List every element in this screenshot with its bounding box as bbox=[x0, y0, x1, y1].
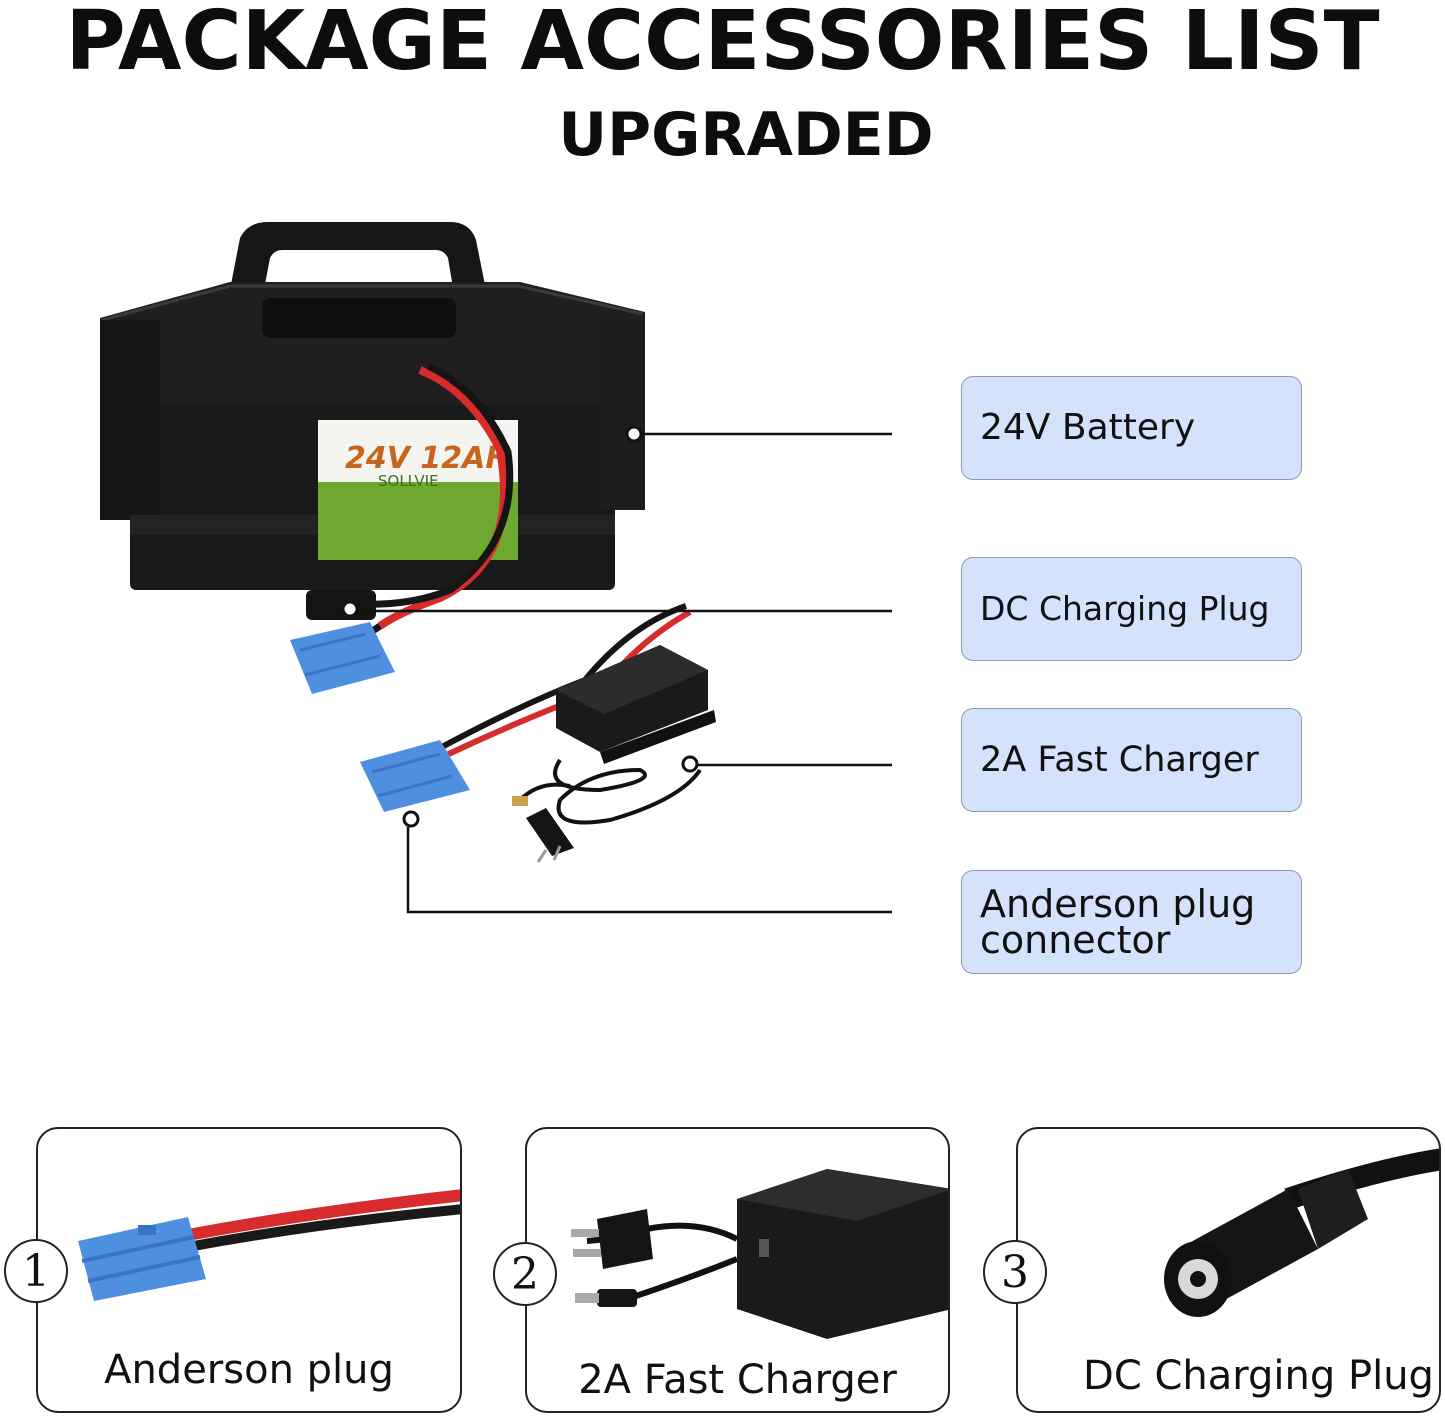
anderson-connector-icon bbox=[78, 1189, 460, 1301]
card-charger-label: 2A Fast Charger bbox=[578, 1357, 897, 1403]
callout-charger: 2A Fast Charger bbox=[961, 708, 1302, 812]
anderson-connector-icon bbox=[290, 622, 395, 694]
leader-lines bbox=[356, 432, 892, 914]
battery-voltage-text: 24V 12AH bbox=[345, 441, 510, 476]
card-anderson-label: Anderson plug bbox=[104, 1347, 394, 1393]
callout-anderson-label-2: connector bbox=[980, 918, 1171, 962]
dc-barrel-plug-icon bbox=[575, 1289, 637, 1307]
us-plug-icon bbox=[571, 1209, 653, 1269]
card-dc-label: DC Charging Plug bbox=[1083, 1353, 1434, 1399]
product-illustration: 24V 12AH SOLLVIE bbox=[100, 222, 892, 914]
callout-anderson-label-1: Anderson plug bbox=[980, 882, 1256, 926]
badge-3: 3 bbox=[983, 1240, 1047, 1304]
badge-1: 1 bbox=[4, 1239, 68, 1303]
dc-barrel-plug-icon bbox=[1164, 1148, 1439, 1317]
card-anderson-plug: Anderson plug bbox=[36, 1127, 462, 1413]
badge-2: 2 bbox=[493, 1242, 557, 1306]
page-subtitle: UPGRADED bbox=[558, 100, 934, 170]
callout-battery: 24V Battery bbox=[961, 376, 1302, 480]
callout-dc-plug: DC Charging Plug bbox=[961, 557, 1302, 661]
charger-brick-icon bbox=[571, 1169, 948, 1339]
battery-illustration: 24V 12AH SOLLVIE bbox=[100, 222, 645, 590]
card-fast-charger: 2A Fast Charger bbox=[525, 1127, 950, 1413]
us-plug-icon bbox=[512, 796, 574, 863]
callout-dc-plug-label: DC Charging Plug bbox=[980, 589, 1270, 628]
charger-brick-icon bbox=[518, 645, 716, 825]
callout-anderson: Anderson plug connector bbox=[961, 870, 1302, 974]
battery-brand-text: SOLLVIE bbox=[378, 472, 439, 490]
card-dc-plug: DC Charging Plug bbox=[1016, 1127, 1441, 1413]
callout-battery-label: 24V Battery bbox=[980, 407, 1196, 448]
callout-charger-label: 2A Fast Charger bbox=[980, 740, 1259, 780]
page-title: PACKAGE ACCESSORIES LIST bbox=[65, 0, 1380, 89]
